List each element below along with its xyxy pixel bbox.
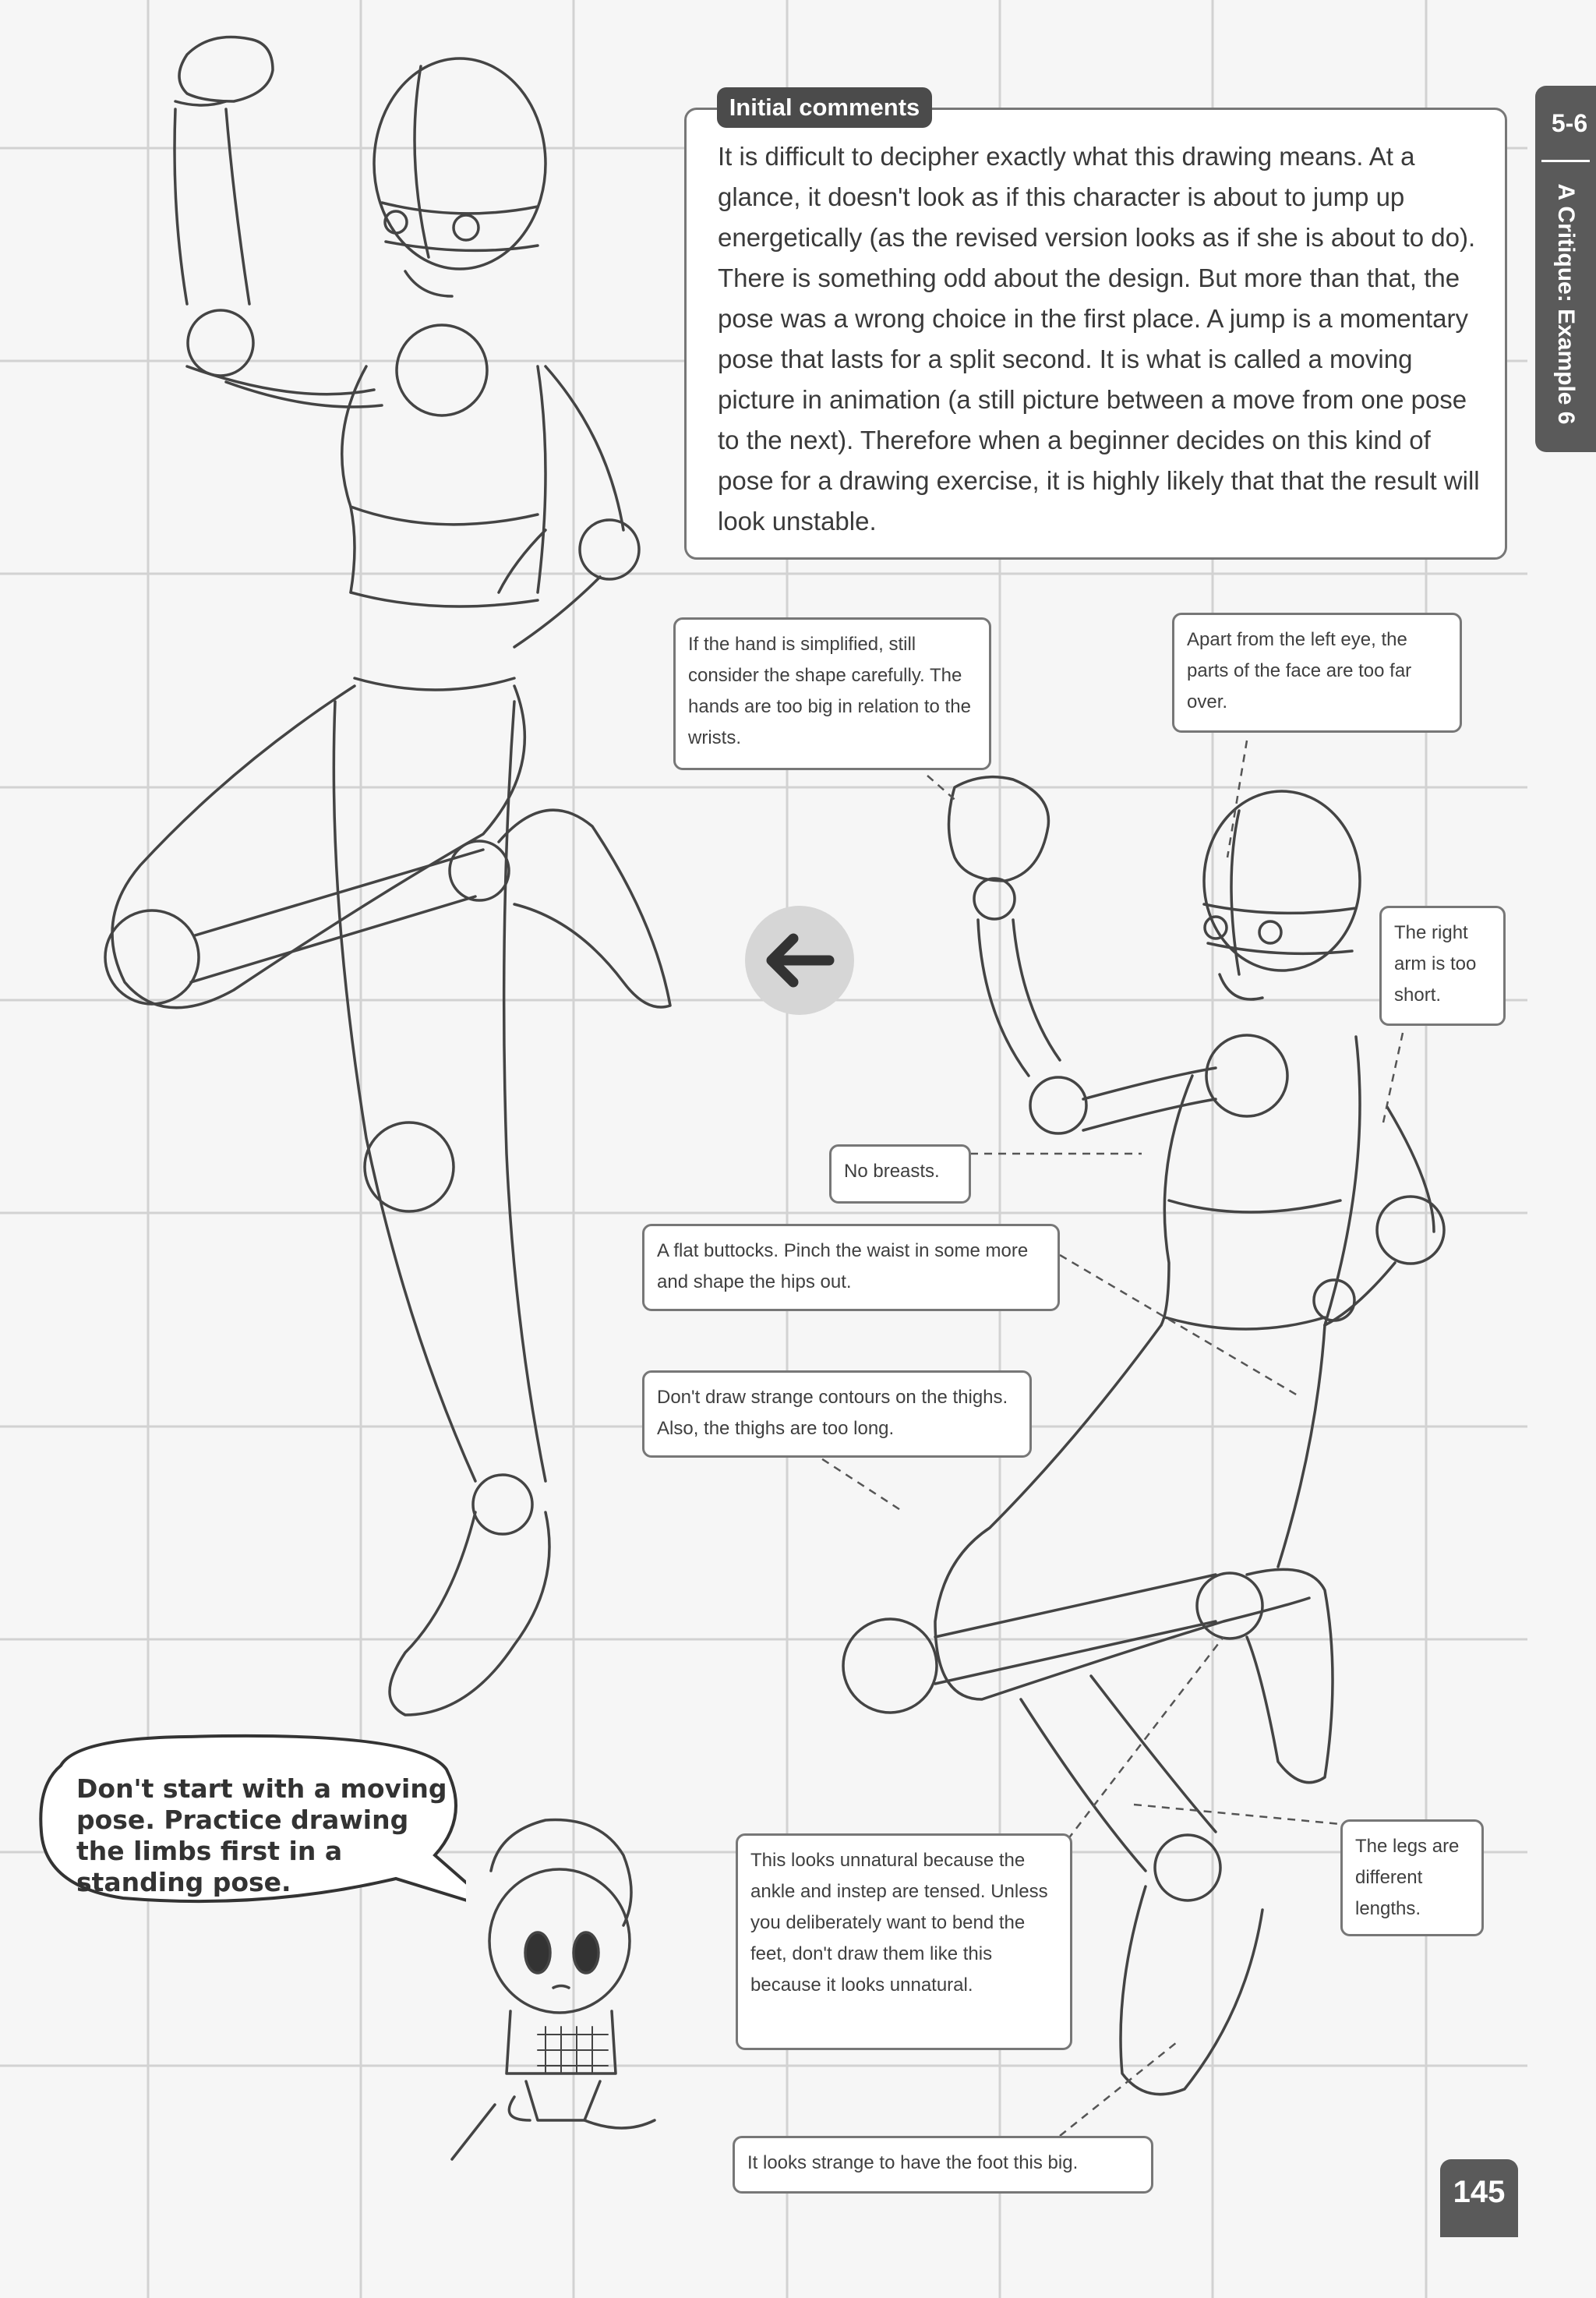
original-figure — [104, 35, 672, 1716]
page-number-badge — [1440, 2159, 1518, 2237]
callout-ankle: This looks unnatural because the ankle a… — [736, 1833, 1072, 2050]
section-tab — [1535, 86, 1596, 452]
section-title: A Critique: Example 6 — [1553, 183, 1579, 425]
speech-bubble-text: Don't start with a moving pose. Practice… — [76, 1773, 447, 1897]
callout-thighs: Don't draw strange contours on the thigh… — [642, 1370, 1032, 1458]
callout-face: Apart from the left eye, the parts of th… — [1172, 613, 1462, 733]
chibi-character — [450, 1818, 656, 2161]
arrow-left-icon — [745, 906, 854, 1015]
initial-comments-text: It is difficult to decipher exactly what… — [718, 142, 1480, 536]
initial-comments-tag: Initial comments — [717, 87, 932, 128]
tab-divider — [1541, 160, 1590, 162]
callout-hand: If the hand is simplified, still conside… — [673, 617, 991, 770]
callout-breasts: No breasts. — [829, 1144, 971, 1204]
callout-right-arm: The right arm is too short. — [1379, 906, 1506, 1026]
page-number: 145 — [1453, 2175, 1506, 2209]
callout-legs: The legs are different lengths. — [1340, 1819, 1484, 1936]
initial-comments-box: It is difficult to decipher exactly what… — [684, 108, 1507, 560]
callout-buttocks: A flat buttocks. Pinch the waist in some… — [642, 1224, 1060, 1311]
callout-foot: It looks strange to have the foot this b… — [733, 2136, 1153, 2194]
speech-bubble — [39, 1734, 466, 1904]
revised-figure — [842, 775, 1446, 2096]
section-number: 5-6 — [1551, 109, 1588, 137]
